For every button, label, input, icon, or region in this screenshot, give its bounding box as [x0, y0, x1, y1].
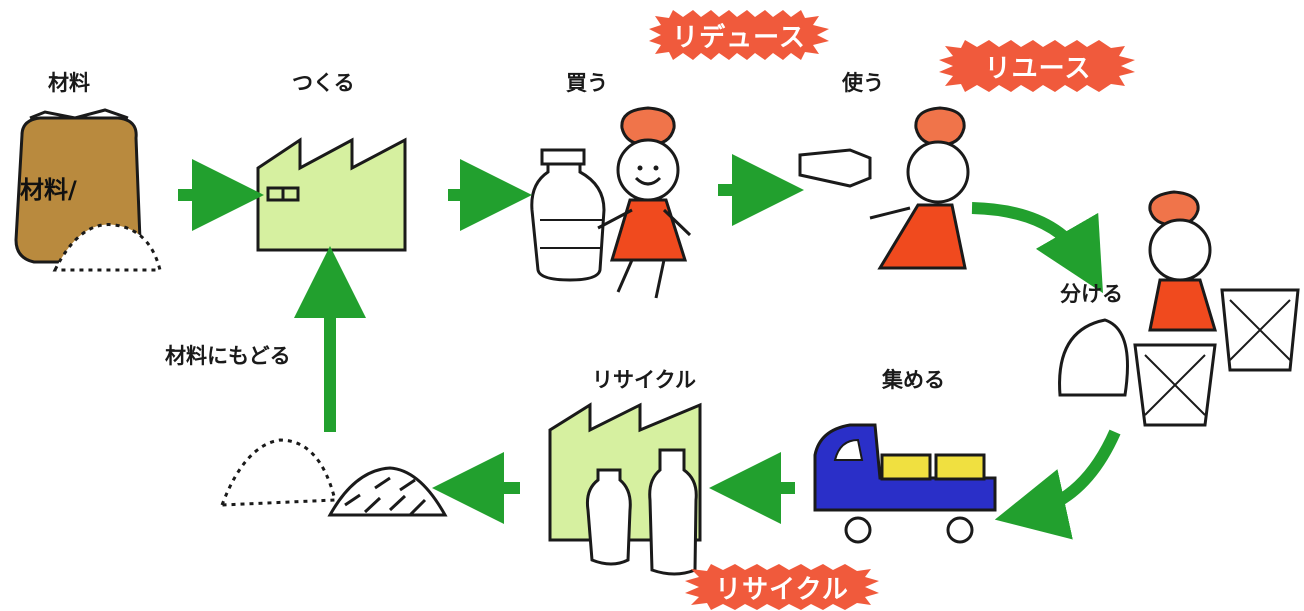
- badge-reduce-label: リデュース: [672, 22, 806, 53]
- bottle-icon: [530, 148, 606, 282]
- truck-icon: [813, 423, 997, 544]
- label-collect: 集める: [882, 368, 945, 392]
- label-make: つくる: [292, 71, 355, 95]
- label-return-material: 材料にもどる: [165, 344, 291, 368]
- badge-reuse: リユース: [935, 38, 1141, 94]
- drinking-person-icon: [798, 106, 970, 270]
- recycling-factory-icon: [548, 402, 702, 576]
- material-pile-icon: [219, 438, 448, 517]
- material-bag-icon: [14, 108, 162, 272]
- badge-recycle-label: リサイクル: [715, 574, 849, 605]
- badge-reuse-shape: [939, 40, 1135, 92]
- badge-reuse-label: リユース: [984, 53, 1092, 84]
- bag-text: 材料/: [20, 176, 77, 204]
- label-buy: 買う: [566, 71, 608, 95]
- factory-icon: [256, 137, 407, 252]
- arrow-separate-to-collect: [994, 429, 1121, 540]
- badge-recycle: リサイクル: [681, 563, 883, 611]
- badge-reduce-shape: [649, 10, 829, 60]
- label-use: 使う: [842, 71, 884, 95]
- label-material: 材料: [48, 71, 90, 95]
- badge-reduce: リデュース: [643, 8, 835, 62]
- badge-recycle-shape: [685, 564, 879, 610]
- person-icon: [597, 106, 692, 299]
- separating-person-icon: [1058, 190, 1300, 427]
- label-separate: 分ける: [1060, 282, 1123, 306]
- label-recycle: リサイクル: [592, 368, 696, 392]
- arrow-use-to-separate: [971, 202, 1104, 294]
- flow-arrows: [178, 154, 1121, 540]
